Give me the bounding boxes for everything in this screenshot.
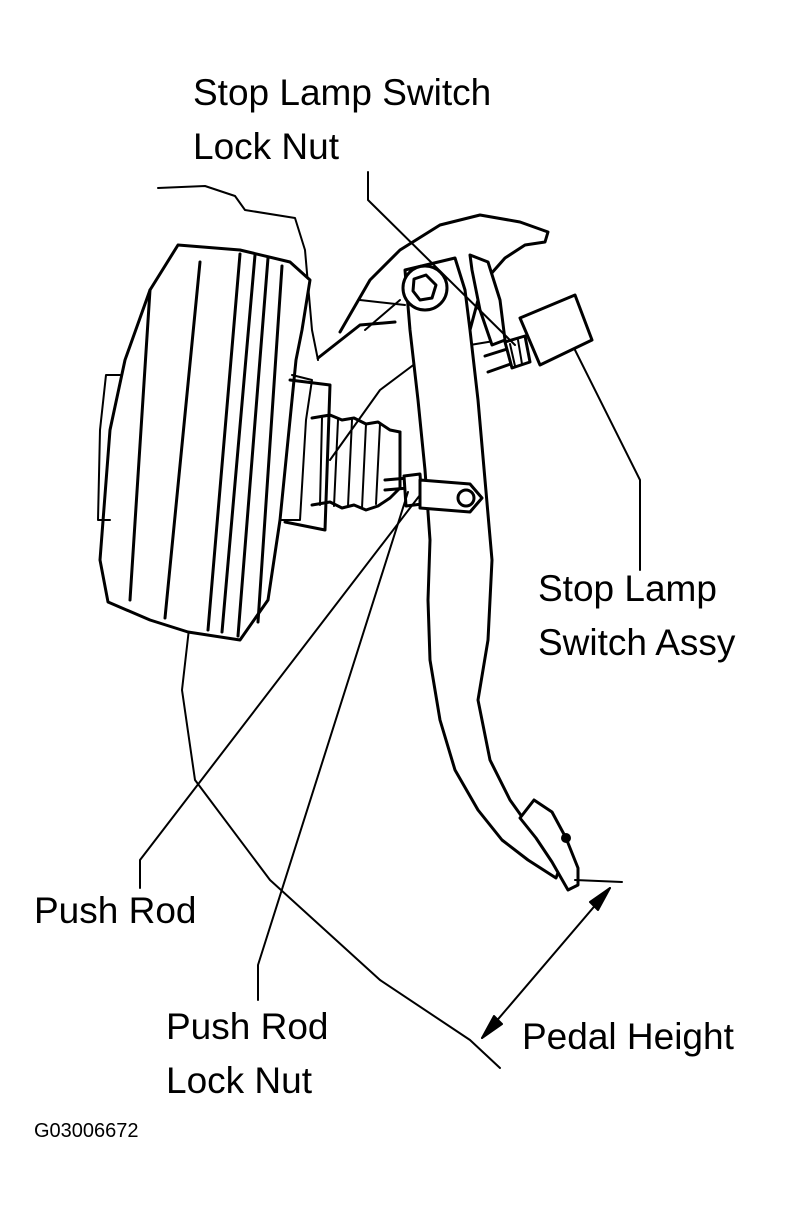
label-stop-lamp-switch-assy: Stop Lamp Switch Assy [538, 562, 735, 670]
push-rod-boot [310, 320, 402, 512]
label-line-2: Lock Nut [166, 1060, 313, 1101]
pedal-height-dimension [481, 879, 623, 1039]
label-line-1: Push Rod [166, 1006, 329, 1047]
push-rod-assembly [383, 472, 484, 514]
label-push-rod-lock-nut: Push Rod Lock Nut [166, 1000, 329, 1108]
leader-lines [139, 171, 641, 1001]
label-pedal-height: Pedal Height [522, 1016, 734, 1057]
label-line-1: Stop Lamp Switch [193, 72, 492, 113]
label-line-1: Stop Lamp [538, 568, 717, 609]
brake-booster [97, 243, 332, 642]
leader-stop-lamp-switch-lock-nut [367, 171, 516, 346]
label-line-2: Lock Nut [193, 126, 340, 167]
leader-push-rod [139, 494, 421, 889]
pedal-pad [518, 798, 580, 892]
figure-code: G03006672 [34, 1120, 139, 1142]
leader-stop-lamp-switch-assy [574, 349, 641, 571]
leader-push-rod-lock-nut [257, 491, 409, 1001]
stop-lamp-switch [483, 293, 594, 374]
label-push-rod: Push Rod [34, 890, 197, 931]
label-stop-lamp-switch-lock-nut: Stop Lamp Switch Lock Nut [193, 66, 491, 174]
label-line-2: Switch Assy [538, 622, 736, 663]
